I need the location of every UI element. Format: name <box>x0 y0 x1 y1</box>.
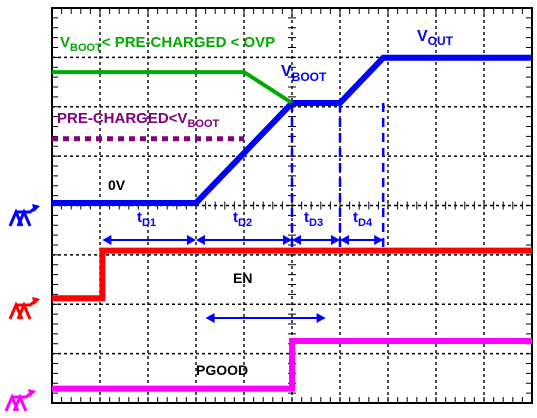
label-precharged-lt-vboot: PRE-CHARGED<VBOOT <box>57 110 219 130</box>
series-line-en <box>52 247 532 302</box>
arrow-en-to-pgood-head-right <box>316 313 326 323</box>
label-pgood: PGOOD <box>196 362 248 378</box>
arrow-td1-head-right <box>187 235 196 245</box>
series-line-pgood <box>52 338 532 392</box>
label-vout: VOUT <box>417 28 454 48</box>
series-line-vout <box>52 54 532 206</box>
channel-marker-vout-icon <box>8 204 40 227</box>
timing-arrows <box>102 235 384 323</box>
channel-marker-en-icon <box>8 297 40 320</box>
series-line-vboot-precharged <box>52 70 294 105</box>
arrow-td1-head-left <box>102 235 112 245</box>
label-td2: tD2 <box>233 209 252 229</box>
arrow-td3-head-left <box>292 235 301 245</box>
arrow-td2-head-right <box>283 235 292 245</box>
label-td4: tD4 <box>353 209 373 229</box>
label-vboot: VBOOT <box>281 63 327 84</box>
label-en: EN <box>233 270 252 286</box>
label-td3: tD3 <box>304 209 323 229</box>
channel-marker-pgood-icon <box>4 389 36 412</box>
arrow-en-to-pgood-head-left <box>205 313 215 323</box>
arrow-td3-head-right <box>331 235 340 245</box>
label-vboot-lt-precharged-lt-ovp: VBOOT< PRE-CHARGED < OVP <box>60 34 275 54</box>
arrow-td2-head-left <box>196 235 205 245</box>
arrow-td4-head-right <box>374 235 384 245</box>
arrow-td4-head-left <box>340 235 349 245</box>
label-td1: tD1 <box>137 209 156 229</box>
label-0v: 0V <box>108 177 126 193</box>
grid <box>51 7 533 404</box>
chart-marks <box>52 54 532 392</box>
